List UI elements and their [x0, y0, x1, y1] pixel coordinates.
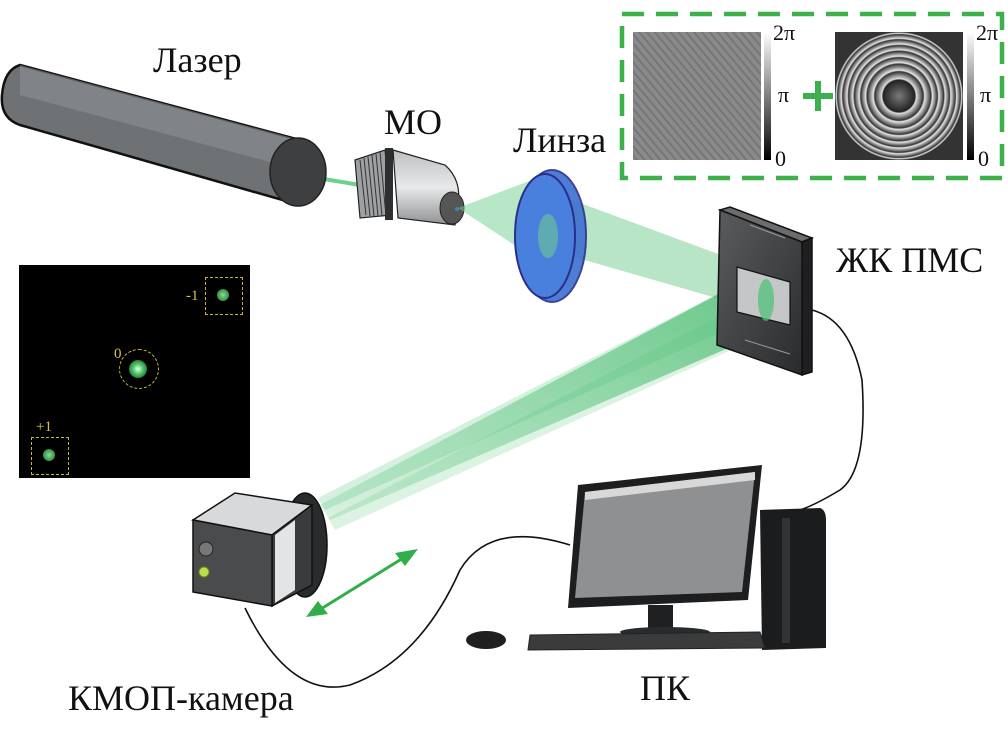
diffracted-beam	[320, 280, 770, 520]
pc	[466, 465, 826, 651]
order-label-minus1: -1	[186, 288, 199, 304]
label-laser: Лазер	[153, 40, 242, 80]
label-camera: КМОП-камера	[68, 678, 294, 718]
label-slm: ЖК ПМС	[836, 240, 984, 280]
colorbar-2	[967, 32, 974, 160]
dashed-frame	[619, 11, 1005, 181]
label-lens: Линза	[513, 120, 607, 160]
label-mo: МО	[384, 102, 443, 142]
collimated-beam	[545, 190, 775, 315]
order-zero-spot	[129, 360, 147, 378]
microscope-objective	[354, 148, 465, 226]
label-pc: ПК	[640, 668, 691, 708]
diffraction-pattern-inset: -1 0 +1	[19, 265, 250, 478]
order-label-zero: 0	[114, 346, 122, 362]
cbar2-tick-pi: π	[980, 82, 992, 107]
lens	[514, 169, 587, 303]
cbar1-tick-2pi: 2π	[773, 20, 796, 45]
lens-phase	[835, 32, 963, 160]
order-label-plus1: +1	[36, 419, 52, 435]
hologram-phase	[633, 32, 761, 160]
colorbar-1	[764, 32, 771, 160]
translation-arrow	[306, 549, 418, 617]
cbar2-tick-2pi: 2π	[976, 20, 999, 45]
order-minus1-box	[205, 277, 243, 315]
order-plus1-box	[31, 437, 69, 475]
camera-cable	[244, 535, 571, 688]
laser	[0, 63, 327, 207]
slm-cable	[799, 309, 864, 511]
cbar1-tick-pi: π	[778, 82, 790, 107]
cbar1-tick-0: 0	[775, 146, 786, 171]
slm-device	[716, 206, 815, 377]
cmos-camera	[191, 492, 328, 608]
cbar2-tick-0: 0	[978, 146, 989, 171]
phase-mask-inset	[619, 11, 1005, 181]
order-zero-ring	[119, 349, 159, 389]
order-plus1-spot	[43, 449, 55, 461]
order-minus1-spot	[217, 289, 229, 301]
